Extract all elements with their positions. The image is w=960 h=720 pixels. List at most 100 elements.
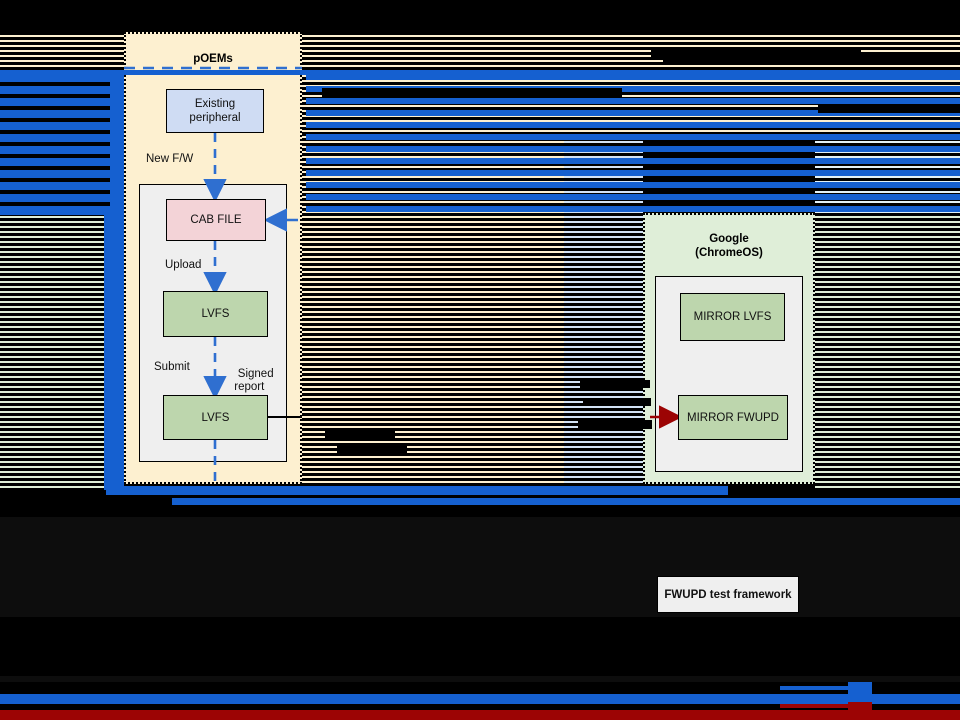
glitch-scanline [564,153,643,156]
glitch-scanline [0,94,110,98]
glitch-scanline [302,436,564,438]
glitch-scanline [302,130,960,132]
glitch-scanline [815,176,960,178]
glitch-scanline [815,281,960,283]
node-fwupd-test-framework[interactable]: FWUPD test framework [657,576,799,613]
glitch-scanline [0,238,110,241]
glitch-scanline [564,151,643,153]
glitch-scanline [564,338,643,341]
glitch-scanline [815,376,960,378]
glitch-scanline [564,333,643,336]
glitch-scanline [302,408,564,411]
glitch-scanline [0,473,110,476]
glitch-scanline [0,373,110,376]
node-lvfs-submit[interactable]: LVFS [163,395,268,440]
glitch-scanline [302,348,564,351]
glitch-scanline [815,386,960,388]
glitch-scanline [302,343,564,346]
glitch-scanline [302,388,564,391]
glitch-scanline [815,236,960,238]
glitch-scanline [302,393,564,396]
glitch-scanline [564,296,643,298]
glitch-scanline [564,221,643,223]
glitch-scanline [302,476,564,478]
glitch-scanline [564,306,643,308]
glitch-scanline [302,153,564,156]
glitch-scanline [302,281,564,283]
glitch-scanline [815,243,960,246]
node-mirror-fwupd[interactable]: MIRROR FWUPD [678,395,788,440]
glitch-scanline [0,67,124,70]
glitch-scanline [815,353,960,356]
glitch-scanline [815,298,960,301]
glitch-scanline [564,291,643,293]
glitch-scanline [564,473,643,476]
glitch-scanline [564,223,643,226]
glitch-scanline [780,704,870,708]
glitch-scanline [815,383,960,386]
glitch-scanline [302,366,564,368]
glitch-scanline [302,481,564,483]
node-cab-file[interactable]: CAB FILE [166,199,266,241]
glitch-scanline [302,321,564,323]
glitch-scanline [0,448,110,451]
glitch-scanline [815,231,960,233]
glitch-scanline [302,238,564,241]
glitch-scanline [564,391,643,393]
glitch-scanline [306,74,960,80]
glitch-scanline [0,74,110,82]
node-mirror-lvfs[interactable]: MIRROR LVFS [680,293,785,341]
glitch-scanline [302,226,564,228]
glitch-scanline [578,420,652,429]
glitch-scanline [0,351,110,353]
glitch-scanline [0,57,124,60]
glitch-scanline [815,276,960,278]
glitch-scanline [0,326,110,328]
glitch-scanline [0,321,110,323]
glitch-scanline [0,291,110,293]
glitch-scanline [0,65,124,67]
glitch-scanline [815,233,960,236]
glitch-scanline [0,694,960,704]
node-lvfs-upload[interactable]: LVFS [163,291,268,337]
glitch-scanline [302,201,564,203]
glitch-scanline [815,453,960,456]
glitch-scanline [0,368,110,371]
glitch-scanline [0,216,110,218]
glitch-scanline [815,151,960,153]
glitch-scanline [302,261,564,263]
glitch-scanline [564,258,643,261]
glitch-scanline [0,323,110,326]
glitch-scanline [815,321,960,323]
glitch-scanline [302,115,960,117]
glitch-scanline [815,461,960,463]
glitch-scanline [0,170,110,178]
glitch-scanline [564,351,643,353]
glitch-scanline [0,348,110,351]
glitch-scanline [0,406,110,408]
glitch-scanline [302,293,564,296]
glitch-scanline [0,86,110,94]
glitch-scanline [815,368,960,371]
glitch-scanline [0,256,110,258]
glitch-scanline [0,378,110,381]
glitch-scanline [564,328,643,331]
glitch-scanline [306,158,960,164]
glitch-scanline [564,188,643,191]
glitch-scanline [564,346,643,348]
glitch-scanline [564,308,643,311]
glitch-scanline [815,463,960,466]
glitch-scanline [564,376,643,378]
glitch-scanline [815,213,960,216]
glitch-scanline [302,55,960,57]
glitch-scanline [564,436,643,438]
glitch-scanline [306,146,960,152]
glitch-scanline [302,298,564,301]
glitch-scanline [564,311,643,313]
glitch-scanline [0,82,110,86]
glitch-scanline [780,686,870,690]
glitch-scanline [815,436,960,438]
glitch-scanline [564,453,643,456]
